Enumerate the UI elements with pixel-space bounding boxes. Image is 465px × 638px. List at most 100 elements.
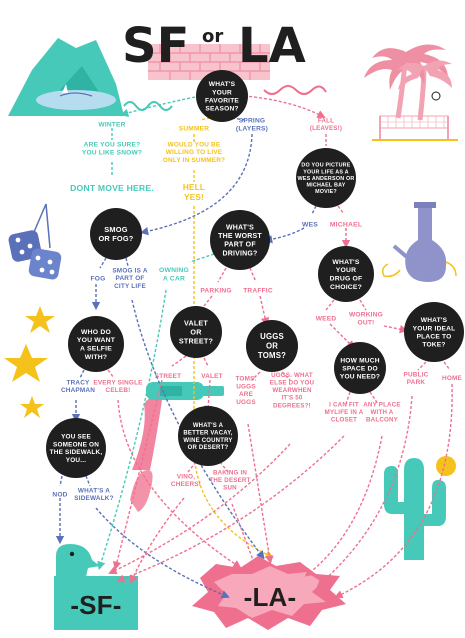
answer-uggs-ans-line: UGGS. WHAT <box>271 372 313 379</box>
edge-celeb-la <box>117 399 242 569</box>
la-star-badge-inner <box>214 566 326 618</box>
answer-weed: WEED <box>316 315 336 322</box>
answer-balcony-line: WITH A <box>371 409 394 416</box>
answer-smog-ans-line: CITY LIFE <box>114 283 146 290</box>
edge-driving-traffic <box>249 267 257 283</box>
edge-spring-smog <box>139 133 253 236</box>
answer-uggs-ans-line: ELSE DO YOU <box>270 380 315 387</box>
question-node-valet-line: STREET? <box>179 336 213 345</box>
answer-valet-ans: VALET <box>201 373 222 380</box>
question-node-start-line: SEASON? <box>205 105 238 112</box>
question-node-selfie-line: WHO DO <box>81 329 111 336</box>
answer-smog-ans-line: PART OF <box>116 275 145 282</box>
answer-baking-line: BAKING IN <box>213 470 247 477</box>
answer-public-park-line: PARK <box>407 379 426 386</box>
question-node-selfie-line: YOU WANT <box>77 337 116 344</box>
edge-sidewalk-nod <box>59 475 63 487</box>
question-node-drug-line: CHOICE? <box>330 284 362 291</box>
edge-street-sf <box>112 379 163 571</box>
answer-michael-line: MICHAEL <box>330 221 362 228</box>
pink-squiggle-decoration <box>263 85 327 95</box>
edge-space-closet <box>345 391 351 405</box>
answer-baking-line: SUN <box>223 485 237 492</box>
answer-baking-line: THE DESERT <box>209 477 250 484</box>
title-sf: SF <box>122 18 189 74</box>
bong-illustration <box>381 202 457 282</box>
question-node-circle <box>170 306 222 358</box>
question-node-driving-line: WHAT'S <box>226 225 254 232</box>
edge-wes-michael <box>337 205 345 215</box>
edge-selfie-tracy <box>79 369 85 379</box>
answer-dont-move: DONT MOVE HERE. <box>70 183 154 193</box>
edge-sidewalk-whats <box>85 475 91 487</box>
edge-toke-home <box>443 361 451 371</box>
edge-driving-parking <box>217 267 227 283</box>
answer-winter: WINTER <box>98 121 125 128</box>
question-node-vacay-line: BETTER VACAY, <box>183 430 232 436</box>
outcome-sf-label: -SF- <box>70 590 121 620</box>
question-node-driving-line: PART OF <box>224 242 256 249</box>
answer-fall-line: (LEAVES!) <box>310 125 342 132</box>
question-node-circle <box>404 302 464 362</box>
answer-wes-ans-line: WES <box>302 221 318 228</box>
title-la: LA <box>238 18 306 74</box>
question-node-uggs-line: UGGS <box>260 332 284 341</box>
question-node-circle <box>318 246 374 302</box>
question-node-valet-line: VALET <box>184 319 208 328</box>
edge-owning-sf <box>97 289 167 571</box>
edge-parking-valet <box>203 295 213 307</box>
question-node-start-line: YOUR <box>212 89 232 96</box>
mountain-illustration <box>8 38 124 116</box>
edge-balcony-la <box>304 435 383 577</box>
answer-street: STREET <box>155 373 181 380</box>
answer-dont-move-line: DONT MOVE HERE. <box>70 183 154 193</box>
title-or: or <box>202 26 223 47</box>
answer-uggs-ans-line: IT'S 50 <box>281 395 302 402</box>
question-node-sidewalk-line: THE SIDEWALK, <box>50 449 103 456</box>
teal-squiggle-decoration <box>123 101 173 111</box>
sf-bird-illustration <box>56 544 100 578</box>
answer-are-you-sure-line: ARE YOU SURE? <box>84 141 141 148</box>
question-node-selfie-line: A SELFIE <box>80 346 112 353</box>
edge-vacay-baking <box>219 461 229 473</box>
answer-uggs-ans-line: DEGREES?! <box>273 402 311 409</box>
edge-start-fall <box>243 95 326 118</box>
answer-public-park-line: PUBLIC <box>404 371 429 378</box>
question-node-sidewalk-line: SOMEONE ON <box>53 441 99 448</box>
question-node-toke-line: PLACE TO <box>417 333 452 340</box>
question-node-space-line: SPACE DO <box>342 365 378 372</box>
answer-every-celeb-line: EVERY SINGLE <box>93 379 143 386</box>
question-node-uggs-line: TOMS? <box>258 351 286 360</box>
answer-vino-line: CHEERS! <box>171 481 201 488</box>
question-node-circle <box>196 70 248 122</box>
answer-street-line: STREET <box>155 373 181 380</box>
question-node-start-line: FAVORITE <box>205 97 239 104</box>
answer-winter-line: WINTER <box>98 121 125 128</box>
question-node-wes-line: MICHAEL BAY <box>306 183 345 189</box>
answer-summer: SUMMER <box>179 125 209 132</box>
answer-are-you-sure-line: YOU LIKE SNOW? <box>82 149 142 156</box>
answer-smog-ans-line: SMOG IS A <box>112 267 147 274</box>
question-node-selfie-line: WITH? <box>85 354 108 361</box>
edge-uggs-uggsans <box>281 371 291 381</box>
edge-baking-la <box>231 503 259 572</box>
palm-tree-illustration <box>364 44 452 121</box>
question-node-drug-line: YOUR <box>336 267 356 274</box>
question-node-driving-line: DRIVING? <box>222 250 257 257</box>
answer-nod: NOD <box>52 491 67 498</box>
answer-closet-line: I CAN FIT <box>329 402 359 409</box>
question-node-toke-line: TOKE? <box>422 341 445 348</box>
